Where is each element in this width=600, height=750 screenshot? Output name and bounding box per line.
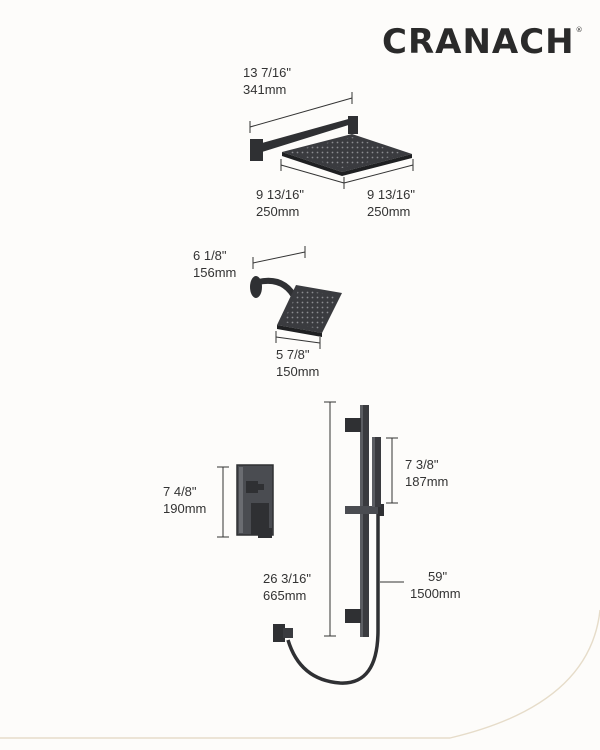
small-arm-length-label: 6 1/8" 156mm — [193, 247, 236, 281]
brand-name: CRANACH — [382, 22, 575, 62]
hose-length-imperial: 59" — [428, 569, 448, 584]
rain-head-depth-label: 9 13/16" 250mm — [256, 186, 304, 220]
rain-head-width-metric: 250mm — [367, 204, 411, 219]
brand-logo: CRANACH® — [382, 22, 584, 62]
decorative-curve — [0, 609, 600, 739]
handshower-length-imperial: 7 3/8" — [405, 457, 439, 472]
handshower-length-label: 7 3/8" 187mm — [405, 456, 448, 490]
registered-mark: ® — [575, 26, 584, 34]
valve-height-imperial: 7 4/8" — [163, 484, 197, 499]
slide-bar-drawing — [273, 401, 404, 685]
small-head-width-label: 5 7/8" 150mm — [276, 346, 319, 380]
hose-length-label: 59" 1500mm — [410, 568, 461, 602]
small-arm-length-imperial: 6 1/8" — [193, 248, 227, 263]
small-arm-length-metric: 156mm — [193, 265, 237, 280]
slide-bar-height-metric: 665mm — [263, 588, 307, 603]
handshower-length-metric: 187mm — [405, 474, 449, 489]
rain-shower-head-drawing — [249, 92, 414, 189]
rain-arm-length-imperial: 13 7/16" — [243, 65, 291, 80]
valve-height-metric: 190mm — [163, 501, 207, 516]
slide-bar-height-label: 26 3/16" 665mm — [263, 570, 311, 604]
rain-head-depth-imperial: 9 13/16" — [256, 187, 304, 202]
rain-head-depth-metric: 250mm — [256, 204, 300, 219]
small-head-width-metric: 150mm — [276, 364, 320, 379]
valve-height-label: 7 4/8" 190mm — [163, 483, 206, 517]
rain-arm-length-label: 13 7/16" 341mm — [243, 64, 291, 98]
small-head-width-imperial: 5 7/8" — [276, 347, 310, 362]
hose-length-metric: 1500mm — [410, 586, 461, 601]
rain-head-width-label: 9 13/16" 250mm — [367, 186, 415, 220]
rain-head-width-imperial: 9 13/16" — [367, 187, 415, 202]
rain-arm-length-metric: 341mm — [243, 82, 287, 97]
valve-trim-drawing — [217, 464, 274, 538]
slide-bar-height-imperial: 26 3/16" — [263, 571, 311, 586]
small-shower-head-drawing — [250, 246, 342, 349]
